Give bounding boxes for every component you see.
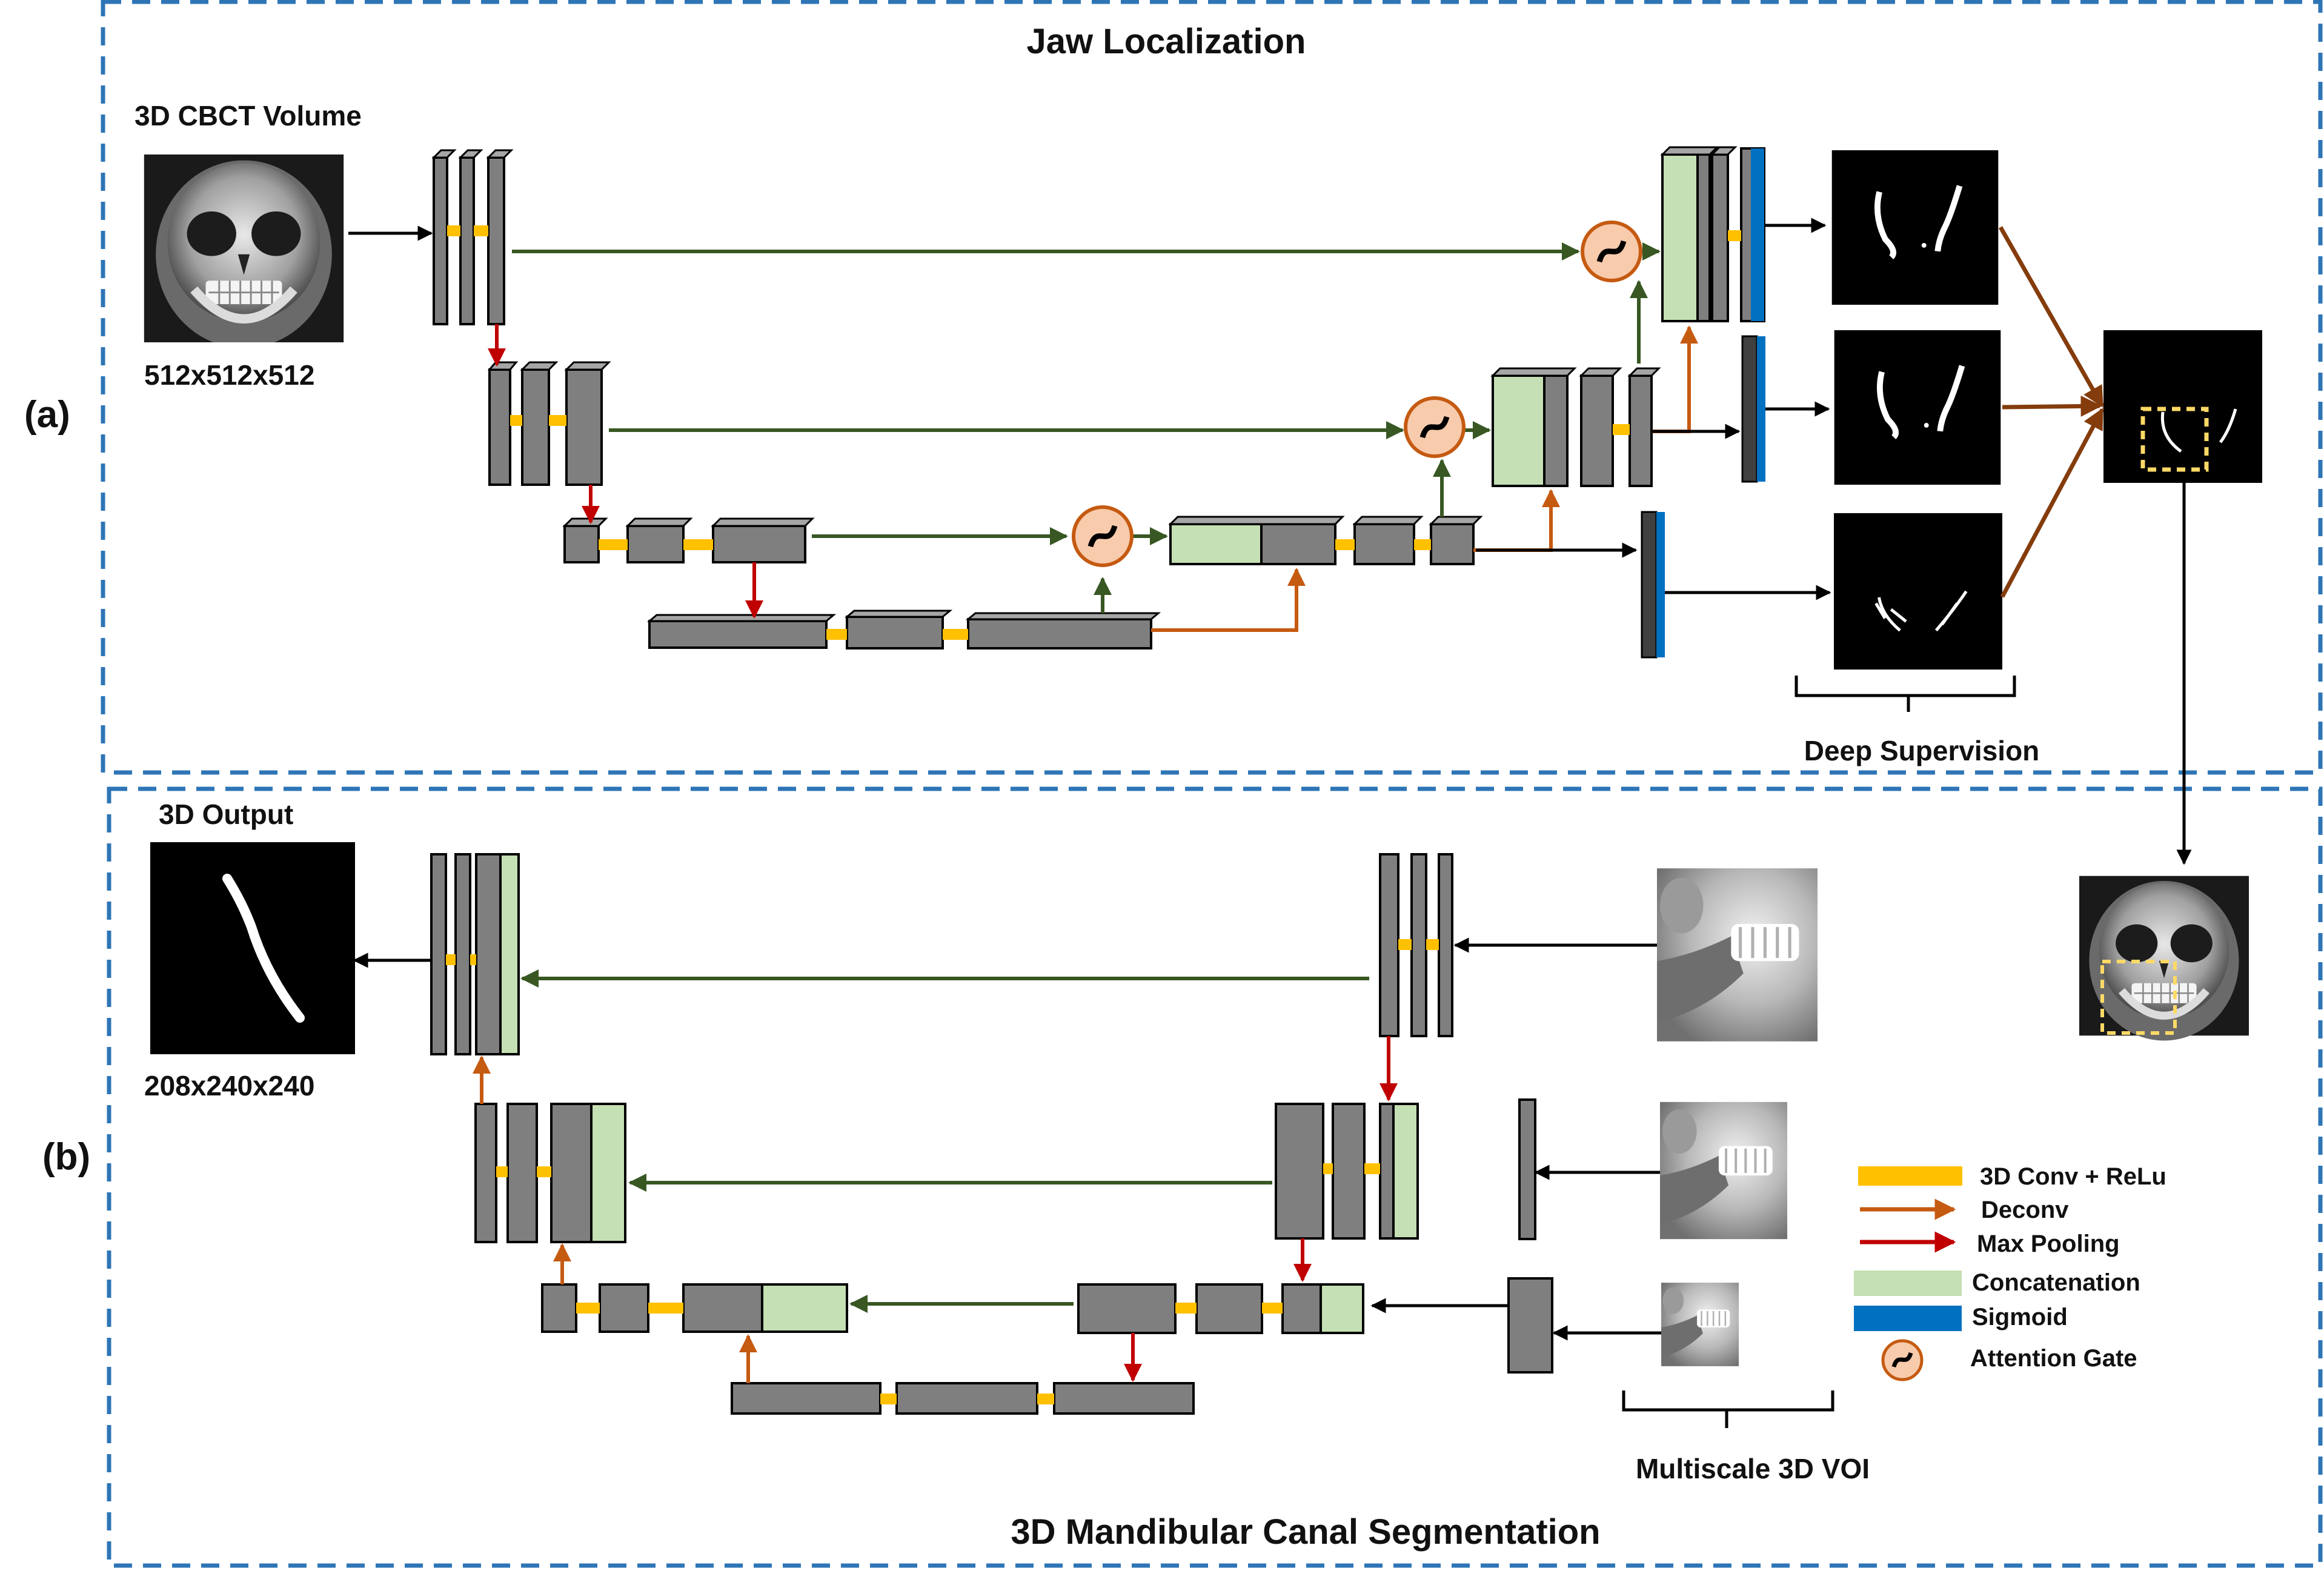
deep-supervision-brace: [1794, 676, 2016, 712]
sigmoid-head-2: [1741, 335, 1765, 483]
legend-deconv-label: Deconv: [1981, 1197, 2069, 1223]
legend-sigmoid: Sigmoid: [1854, 1304, 2068, 1331]
legend-concat-label: Concatenation: [1972, 1269, 2140, 1296]
fused-jaw-mask: [2103, 330, 2262, 483]
output-label: 3D Output: [159, 799, 293, 830]
legend-concat: Concatenation: [1854, 1269, 2140, 1296]
voi-image-small: [1661, 1281, 1739, 1367]
voi-image-medium: [1660, 1102, 1787, 1239]
decoder-block-b3: [541, 1283, 848, 1333]
legend-conv: 3D Conv + ReLu: [1858, 1163, 2166, 1190]
encoder-block-b2: [1275, 1103, 1419, 1240]
bottleneck-block-b: [731, 1382, 1195, 1415]
legend-sigmoid-label: Sigmoid: [1972, 1304, 2068, 1331]
encoder-block-a2: [487, 361, 611, 486]
legend-attention-label: Attention Gate: [1970, 1345, 2137, 1372]
output-segmentation-image: [150, 842, 355, 1054]
decoder-block-a3: [1168, 516, 1483, 565]
encoder-block-a3: [562, 517, 815, 563]
panel-b-title: 3D Mandibular Canal Segmentation: [1011, 1512, 1600, 1552]
panel-a-title: Jaw Localization: [1027, 22, 1306, 61]
panel-a-frame: [101, 0, 2323, 775]
attention-gate-1: [1581, 221, 1642, 282]
voi-image-large: [1657, 868, 1818, 1041]
encoder-block-b3: [1077, 1283, 1364, 1334]
decoder-block-a1: [1660, 146, 1765, 322]
multiscale-voi-label: Multiscale 3D VOI: [1636, 1453, 1870, 1484]
deep-supervision-label: Deep Supervision: [1804, 735, 2040, 766]
panel-b-frame: [107, 786, 2323, 1568]
supervision-mask-2: [1834, 330, 2001, 485]
legend-conv-label: 3D Conv + ReLu: [1980, 1163, 2166, 1190]
input-ct-image: [144, 154, 344, 348]
output-size-label: 208x240x240: [144, 1070, 314, 1101]
input-label: 3D CBCT Volume: [134, 100, 362, 131]
legend-maxpool: Max Pooling: [1860, 1231, 2120, 1257]
decoder-block-b2: [474, 1103, 626, 1243]
encoder-block-a1: [431, 149, 514, 325]
input-size-label: 512x512x512: [144, 359, 314, 391]
attention-gate-3: [1072, 505, 1134, 567]
legend-maxpool-label: Max Pooling: [1977, 1231, 2120, 1257]
panel-b-tag: (b): [42, 1136, 90, 1178]
decoder-block-b1: [430, 853, 520, 1055]
panel-a-tag: (a): [24, 394, 70, 436]
supervision-mask-1: [1832, 150, 1999, 305]
input-stem-2: [1518, 1098, 1536, 1240]
legend-attention: Attention Gate: [1881, 1339, 2137, 1381]
bottleneck-block-a: [646, 610, 1161, 649]
legend-deconv: Deconv: [1860, 1197, 2069, 1223]
legend: 3D Conv + ReLu Deconv Max Pooling Concat…: [1854, 1163, 2166, 1381]
decoder-block-a2: [1490, 367, 1661, 487]
supervision-mask-3: [1834, 513, 2002, 669]
attention-gate-2: [1404, 396, 1466, 458]
input-stem-3: [1507, 1277, 1553, 1374]
input-stem-1: [1379, 853, 1453, 1037]
multiscale-voi-brace: [1622, 1390, 1834, 1428]
jaw-localized-ct-image: [2079, 876, 2249, 1041]
sigmoid-head-3: [1641, 511, 1665, 659]
